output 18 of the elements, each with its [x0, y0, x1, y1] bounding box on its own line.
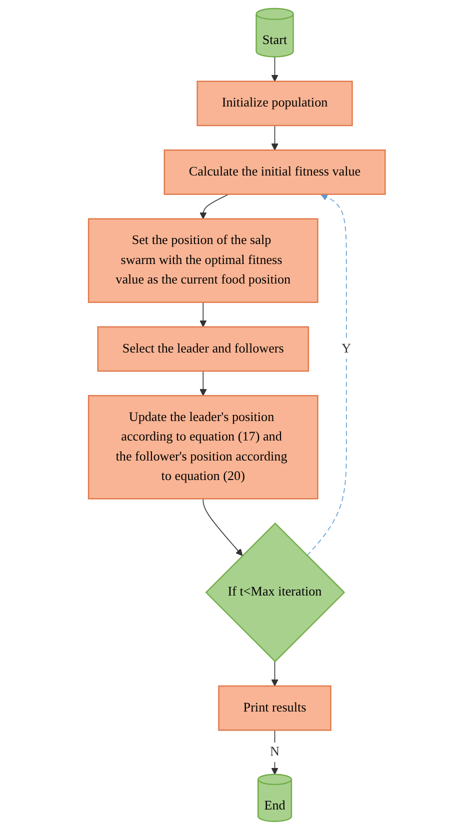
arrow: [271, 125, 279, 150]
edge-label: Y: [342, 342, 352, 356]
arrow: [200, 370, 207, 396]
arrow: [200, 194, 230, 220]
node-box: Print results: [218, 685, 332, 731]
arrow: [271, 730, 279, 775]
arrow: [202, 498, 243, 556]
node-box: Initialize population: [196, 80, 353, 126]
arrow: [306, 194, 347, 556]
arrow: [271, 56, 279, 82]
node-box: Select the leader and followers: [97, 326, 310, 372]
arrow: [200, 302, 207, 328]
node-diamond: If t<Max iteration: [205, 522, 346, 662]
edge-label: N: [270, 744, 280, 759]
node-box: Calculate the initial fitness value: [164, 149, 386, 195]
arrow: [271, 661, 279, 686]
node-box: Update the leader's position according to equation (17) and the follower's position according to equation (20): [88, 395, 318, 500]
node-box: Set the position of the salp swarm with the optimal fitness value as the current food position: [88, 218, 318, 303]
